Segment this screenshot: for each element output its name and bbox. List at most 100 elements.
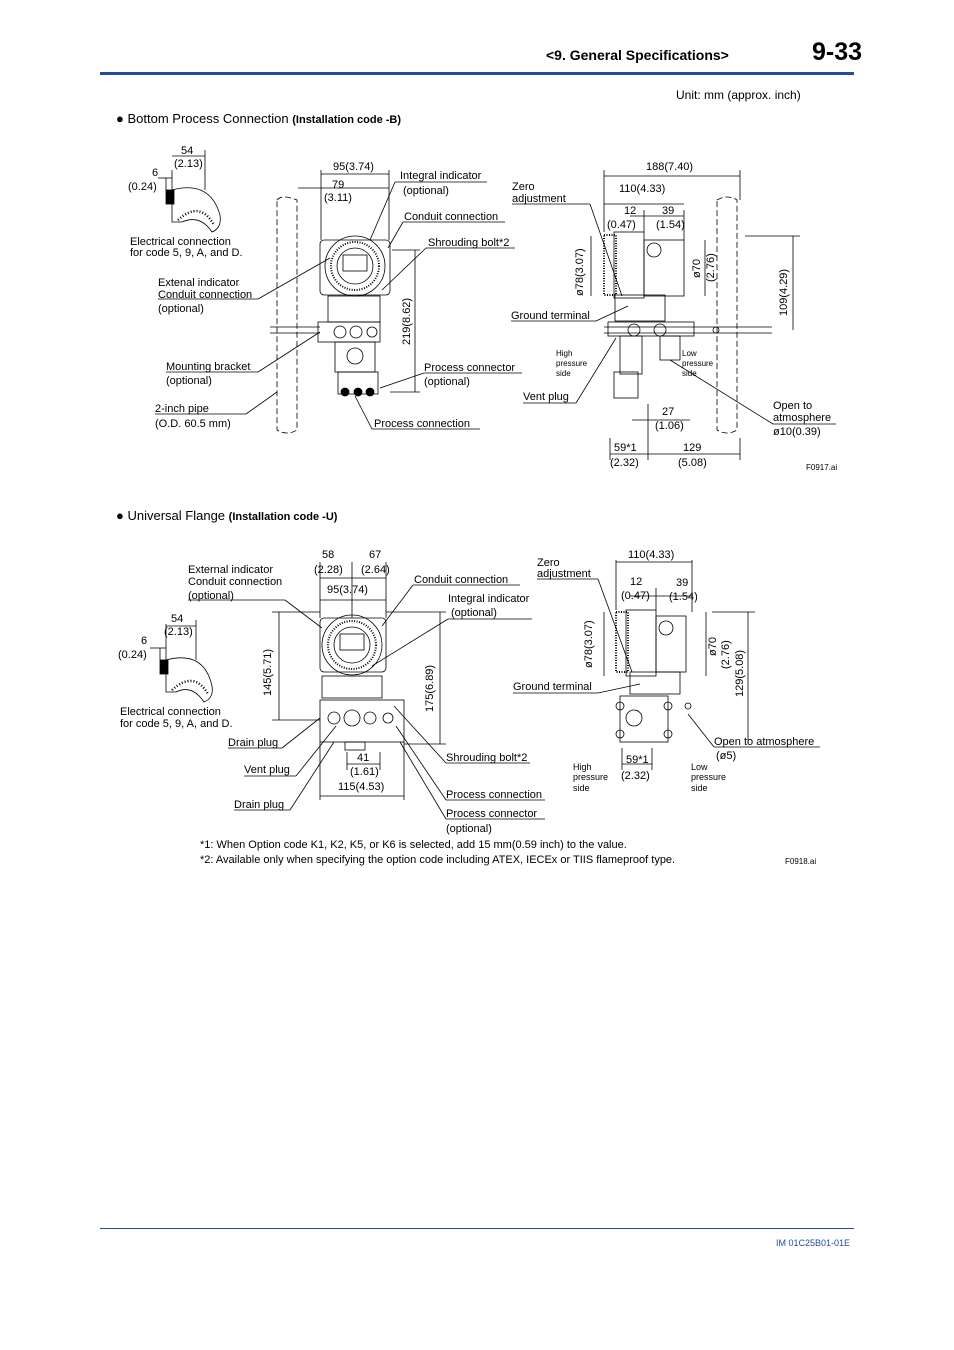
units-note: Unit: mm (approx. inch) — [676, 88, 801, 102]
conduit-label: Conduit connection — [414, 574, 508, 586]
lp3: side — [691, 783, 708, 793]
hp1: High — [556, 349, 572, 358]
dim-54-inch: (2.13) — [164, 626, 193, 638]
hp2: pressure — [556, 359, 588, 368]
indicator-line2: (optional) — [403, 185, 449, 197]
fig1-small-labels: High pressure side Low pressure side F09… — [556, 349, 837, 472]
indicator-line2: (optional) — [451, 607, 497, 619]
dim-67-inch: (2.64) — [361, 564, 390, 576]
lp1: Low — [682, 349, 697, 358]
connector-line2: (optional) — [446, 823, 492, 835]
dim-129: 129 — [683, 442, 701, 454]
transmitter-front-2 — [188, 562, 545, 820]
zero-line2: adjustment — [537, 568, 591, 580]
dim-6: 6 — [141, 635, 147, 647]
process-connection-label: Process connection — [374, 418, 470, 430]
transmitter-side-1 — [511, 170, 836, 460]
conduit-label: Conduit connection — [404, 211, 498, 223]
dim-58: 58 — [322, 549, 334, 561]
ext-line3: (optional) — [158, 303, 204, 315]
dim-70-inch: (2.76) — [705, 253, 717, 282]
dim-12: 12 — [630, 576, 642, 588]
elec-line1: Electrical connection — [120, 706, 221, 718]
dim-39-inch: (1.54) — [656, 219, 685, 231]
shroud-label: Shrouding bolt*2 — [428, 237, 509, 249]
dim-27-inch: (1.06) — [655, 420, 684, 432]
ext-line1: Extenal indicator — [158, 277, 240, 289]
connector-line1: Process connector — [446, 808, 537, 820]
dim-70: ø70 — [691, 259, 703, 278]
dim-6-inch: (0.24) — [118, 649, 147, 661]
page-number: 9-33 — [812, 38, 863, 66]
dim-129: 129(5.08) — [734, 650, 746, 697]
hp1: High — [573, 762, 592, 772]
dim-79-inch: (3.11) — [324, 192, 352, 204]
dim-12: 12 — [624, 205, 636, 217]
transmitter-front-1 — [155, 170, 522, 434]
dim-188: 188(7.40) — [646, 161, 693, 173]
note-2: *2: Available only when specifying the o… — [200, 854, 675, 866]
dim-12-inch: (0.47) — [607, 219, 636, 231]
dim-79: 79 — [332, 179, 344, 191]
process-connection-label: Process connection — [446, 789, 542, 801]
fig1-labels: 54 (2.13) 6 (0.24) Electrical connection… — [128, 145, 831, 469]
indicator-line1: Integral indicator — [400, 170, 482, 182]
dim-41-inch: (1.61) — [350, 766, 379, 778]
lp2: pressure — [682, 359, 714, 368]
dim-39: 39 — [676, 577, 688, 589]
dim-39: 39 — [662, 205, 674, 217]
dim-58-inch: (2.28) — [314, 564, 343, 576]
dim-54: 54 — [181, 145, 193, 157]
section1-heading: ● Bottom Process Connection (Installatio… — [116, 111, 401, 126]
dim-59: 59*1 — [614, 442, 637, 454]
dim-6: 6 — [152, 167, 158, 179]
dim-54-inch: (2.13) — [174, 158, 203, 170]
lp1: Low — [691, 762, 708, 772]
connector-line1: Process connector — [424, 362, 515, 374]
bracket-line2: (optional) — [166, 375, 212, 387]
open-line2: atmosphere — [773, 412, 831, 424]
open-line2: (ø5) — [716, 750, 736, 762]
ext-line2: Conduit connection — [158, 289, 252, 301]
dim-219: 219(8.62) — [401, 298, 413, 345]
section2-heading: ● Universal Flange (Installation code -U… — [116, 508, 337, 523]
dim-59: 59*1 — [626, 754, 649, 766]
pipe-line1: 2-inch pipe — [155, 403, 209, 415]
open-line1: Open to — [773, 400, 812, 412]
open-line3: ø10(0.39) — [773, 426, 821, 438]
elec-line1: Electrical connection — [130, 236, 231, 248]
dim-115: 115(4.53) — [338, 781, 384, 793]
lp2: pressure — [691, 772, 726, 782]
elbow-detail-1 — [158, 150, 221, 233]
section1-subtitle: (Installation code -B) — [292, 114, 402, 126]
section2-title: Universal Flange — [127, 508, 226, 523]
fig2-id: F0918.ai — [785, 857, 816, 866]
dim-109: 109(4.29) — [778, 269, 790, 316]
hp3: side — [573, 783, 590, 793]
bullet-icon: ● — [116, 111, 124, 126]
fig1-id: F0917.ai — [806, 463, 837, 472]
open-line1: Open to atmosphere — [714, 736, 814, 748]
note-1: *1: When Option code K1, K2, K5, or K6 i… — [200, 839, 627, 851]
dim-27: 27 — [662, 406, 674, 418]
dim-39-inch: (1.54) — [669, 591, 698, 603]
zero-line2: adjustment — [512, 193, 566, 205]
dim-54: 54 — [171, 613, 183, 625]
dim-78: ø78(3.07) — [574, 248, 586, 296]
zero-line1: Zero — [537, 557, 560, 569]
dim-59-inch: (2.32) — [610, 457, 639, 469]
transmitter-side-2 — [513, 560, 820, 770]
dim-95: 95(3.74) — [327, 584, 368, 596]
section-title: <9. General Specifications> — [546, 47, 729, 63]
footer-rule — [100, 1228, 854, 1229]
vent-label: Vent plug — [244, 764, 290, 776]
dim-59-inch: (2.32) — [621, 770, 650, 782]
dim-6-inch: (0.24) — [128, 181, 157, 193]
zero-line1: Zero — [512, 181, 535, 193]
dim-41: 41 — [357, 752, 369, 764]
dim-175: 175(6.89) — [424, 665, 436, 712]
elec-line2: for code 5, 9, A, and D. — [130, 247, 243, 259]
ext-line1: External indicator — [188, 564, 273, 576]
ext-line3: (optional) — [188, 590, 234, 602]
dim-67: 67 — [369, 549, 381, 561]
